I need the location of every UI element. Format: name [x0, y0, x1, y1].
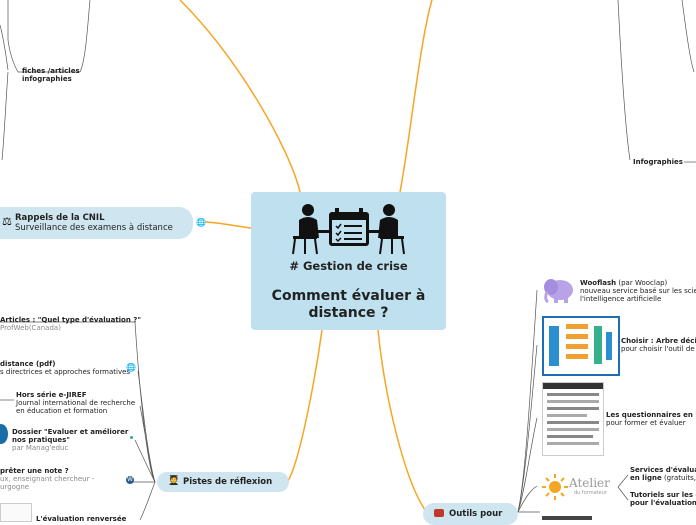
node-hors-serie[interactable]: Hors série e-JIREF Journal international… — [16, 391, 135, 415]
node-pistes[interactable] — [157, 472, 289, 492]
branch-top-right — [399, 0, 433, 193]
globe-icon[interactable]: 🌐 — [196, 218, 206, 227]
fiches-line2: infographies — [22, 75, 72, 83]
dossier-line2: nos pratiques" — [12, 436, 70, 444]
node-articles[interactable]: Articles : "Quel type d'évaluation ?" Pr… — [0, 316, 141, 332]
branch-pistes — [287, 329, 323, 482]
node-choisir[interactable]: Choisir : Arbre décis pour choisir l'out… — [621, 337, 696, 353]
managedu-logo — [0, 424, 8, 444]
atelier-logo: Atelier du formateur — [541, 473, 616, 501]
central-title-line2: distance ? — [308, 305, 389, 321]
hors-serie-line1: Hors série e-JIREF — [16, 391, 87, 399]
questionnaires-line1: Les questionnaires en lig — [606, 411, 696, 419]
scale-icon: ⚖ — [2, 215, 12, 228]
tutoriels-line2: pour l'évaluation — [630, 499, 696, 507]
dossier-line1: Dossier "Evaluer et améliorer — [12, 428, 129, 436]
node-wooflash[interactable]: Wooflash (par Wooclap) nouveau service b… — [580, 279, 696, 303]
node-note[interactable]: prêter une note ? ux, enseignant cherche… — [0, 467, 94, 491]
node-cnil-text: Rappels de la CNIL Surveillance des exam… — [15, 213, 173, 233]
node-distance-pdf[interactable]: distance (pdf) s directrices et approche… — [0, 360, 130, 376]
hors-serie-line3: en éducation et formation — [16, 407, 108, 415]
services-line2b: (gratuits, f — [663, 474, 696, 482]
wordpress-icon[interactable]: W — [126, 476, 134, 484]
link-dot-icon[interactable] — [130, 436, 133, 439]
branch-cnil — [204, 221, 252, 229]
hors-serie-line2: Journal international de recherche — [16, 399, 136, 407]
cnil-title: Rappels de la CNIL — [15, 213, 105, 223]
atelier-logo-text: Atelier — [569, 476, 610, 490]
globe-icon[interactable]: 🌐 — [126, 363, 136, 372]
student-icon: 🧑‍🎓 — [168, 476, 180, 486]
node-cnil[interactable] — [0, 207, 193, 239]
wooflash-line3: l'intelligence artificielle — [580, 295, 662, 303]
articles-source: ProfWeb(Canada) — [0, 324, 61, 332]
central-title: Comment évaluer à distance ? — [251, 288, 446, 322]
branch-top-left — [179, 0, 301, 193]
choisir-line2: pour choisir l'outil de t — [621, 345, 696, 353]
branch-outils — [377, 329, 426, 511]
central-topic[interactable]: # Gestion de crise Comment évaluer à dis… — [251, 192, 446, 330]
central-tag: # Gestion de crise — [289, 259, 408, 273]
tutoriels-line1: Tutoriels sur les o — [630, 491, 696, 499]
fiches-line1: fiches /articles — [22, 67, 80, 75]
services-line1: Services d'évaluati — [630, 466, 696, 474]
distance-line1: distance (pdf) — [0, 360, 56, 368]
questionnaires-line2: pour former et évaluer — [606, 419, 686, 427]
bottom-thumbnail — [542, 516, 592, 520]
note-line2: ux, enseignant chercheur - — [0, 475, 95, 483]
cnil-subtitle: Surveillance des examens à distance — [15, 223, 173, 233]
sun-icon — [542, 474, 568, 500]
wooflash-title: Wooflash — [580, 279, 617, 287]
node-fiches-articles[interactable]: fiches /articles infographies — [22, 67, 80, 83]
note-line3: urgogne — [0, 483, 30, 491]
wooflash-line2: nouveau service basé sur les scienc — [580, 287, 696, 295]
atelier-logo-sub: du formateur — [574, 490, 607, 496]
choisir-line1: Choisir : Arbre décis — [621, 337, 696, 345]
inversee-thumbnail — [0, 503, 32, 522]
toolbox-icon — [434, 509, 444, 517]
wooflash-by: (par Wooclap) — [616, 279, 668, 287]
node-inversee[interactable]: L'évaluation renversée — [36, 515, 127, 523]
services-line2: en ligne — [630, 474, 662, 482]
node-services[interactable]: Services d'évaluati en ligne (gratuits, … — [630, 466, 696, 482]
node-dossier[interactable]: Dossier "Evaluer et améliorer nos pratiq… — [12, 428, 128, 452]
decision-tree-thumbnail — [542, 316, 620, 376]
articles-line1: Articles : "Quel type d'évaluation ?" — [0, 316, 141, 324]
dossier-source: par Manag'educ — [12, 444, 69, 452]
questionnaires-thumbnail — [542, 382, 604, 456]
node-questionnaires[interactable]: Les questionnaires en lig pour former et… — [606, 411, 696, 427]
distance-line2: s directrices et approches formatives — [0, 368, 131, 376]
note-line1: prêter une note ? — [0, 467, 69, 475]
node-tutoriels[interactable]: Tutoriels sur les o pour l'évaluation — [630, 491, 696, 507]
central-title-line1: Comment évaluer à — [271, 288, 426, 304]
pistes-label: Pistes de réflexion — [183, 477, 273, 487]
node-infographies[interactable]: Infographies — [633, 158, 683, 166]
elephant-icon — [542, 277, 576, 307]
outils-label: Outils pour — [449, 509, 503, 519]
meeting-icon — [292, 204, 405, 255]
